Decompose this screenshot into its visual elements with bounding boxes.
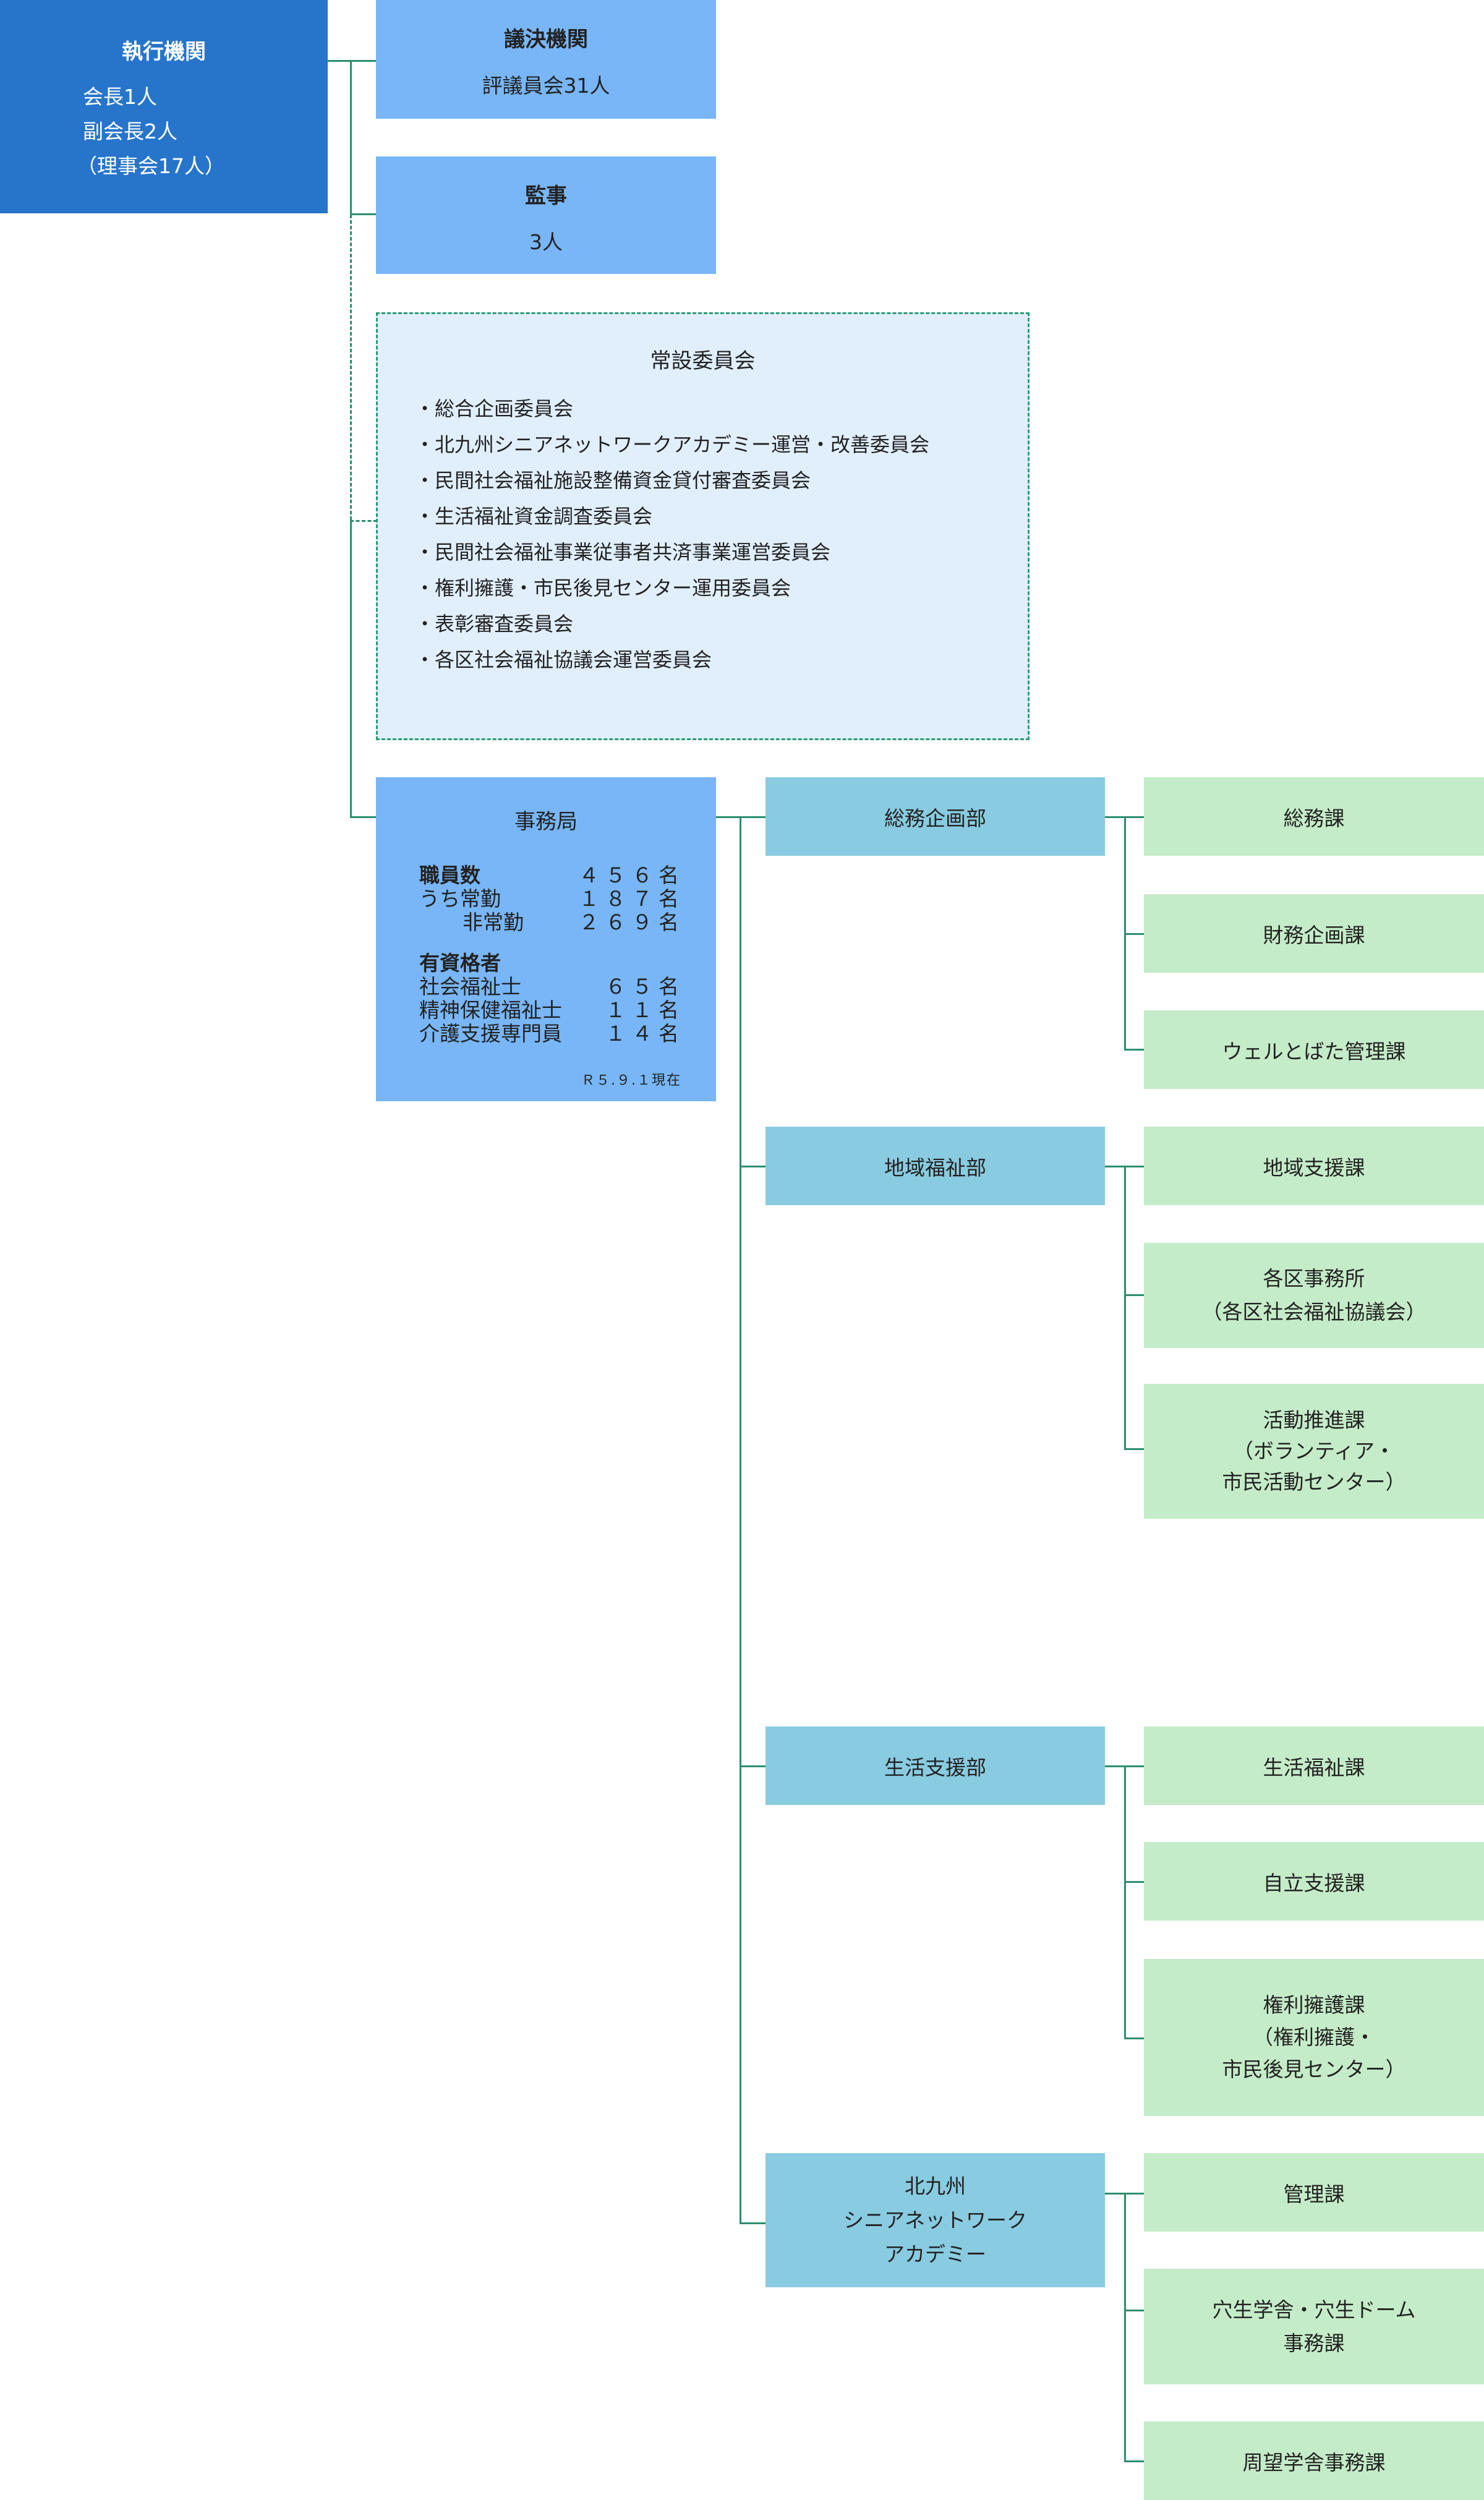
executive-line-1: 会長1人 <box>83 85 157 109</box>
section-box: 管理課 <box>1144 2153 1484 2232</box>
committee-item: ・北九州シニアネットワークアカデミー運営・改善委員会 <box>415 433 930 456</box>
committee-box: 常設委員会 ・総合企画委員会 ・北九州シニアネットワークアカデミー運営・改善委員… <box>376 312 1030 740</box>
d4-trunk <box>1124 2193 1126 2462</box>
dept-trunk <box>740 816 741 2224</box>
staff-total: ４５６名 <box>579 863 685 887</box>
committee-item: ・各区社会福祉協議会運営委員会 <box>415 648 712 672</box>
section-box: 地域支援課 <box>1144 1127 1484 1205</box>
d2-s3 <box>1124 1448 1145 1450</box>
section-name: ウェルとばた管理課 <box>1222 1039 1406 1064</box>
department-name: 地域福祉部 <box>884 1155 986 1180</box>
qualification-label: 精神保健福祉士 <box>419 998 562 1022</box>
d1-s2 <box>1124 933 1145 935</box>
section-box: ウェルとばた管理課 <box>1144 1010 1484 1089</box>
dept-branch-1 <box>740 816 767 818</box>
executive-box: 執行機関 会長1人 副会長2人 （理事会17人） <box>0 0 328 213</box>
qualification-count: １１名 <box>605 998 685 1022</box>
d3-s3 <box>1124 2037 1145 2039</box>
secretariat-box: 事務局 職員数 ４５６名 うち常勤 １８７名 非常勤 ２６９名 有資格者 社会福… <box>376 777 716 1101</box>
council-box: 議決機関 評議員会31人 <box>376 0 716 119</box>
section-name: 活動推進課 （ボランティア・ 市民活動センター） <box>1222 1408 1406 1494</box>
d2-trunk <box>1124 1166 1126 1449</box>
committee-item: ・権利擁護・市民後見センター運用委員会 <box>415 576 791 600</box>
committee-list: ・総合企画委員会 ・北九州シニアネットワークアカデミー運営・改善委員会 ・民間社… <box>415 391 929 678</box>
auditor-title: 監事 <box>525 184 567 208</box>
qualification-count: １４名 <box>605 1022 685 1046</box>
d1-s1 <box>1124 816 1145 818</box>
section-box: 各区事務所 （各区社会福祉協議会） <box>1144 1243 1484 1348</box>
section-name: 生活福祉課 <box>1263 1755 1365 1780</box>
department-name: 北九州 シニアネットワーク アカデミー <box>843 2174 1027 2266</box>
section-name: 財務企画課 <box>1263 923 1365 947</box>
section-box: 活動推進課 （ボランティア・ 市民活動センター） <box>1144 1384 1484 1519</box>
department-box: 総務企画部 <box>765 777 1105 856</box>
d3-trunk <box>1124 1765 1126 2039</box>
section-name: 権利擁護課 （権利擁護・ 市民後見センター） <box>1222 1993 1406 2081</box>
d3-s2 <box>1124 1881 1145 1883</box>
secretariat-title: 事務局 <box>514 809 578 834</box>
section-box: 総務課 <box>1144 777 1484 856</box>
qualification-count: ６５名 <box>605 975 685 999</box>
committee-item: ・表彰審査委員会 <box>415 612 574 636</box>
d3-s1 <box>1124 1765 1145 1767</box>
part-time-label: 非常勤 <box>463 910 524 934</box>
qualification-label: 社会福祉士 <box>419 975 521 999</box>
section-box: 周望学舎事務課 <box>1144 2421 1484 2500</box>
section-name: 総務課 <box>1283 806 1345 830</box>
section-box: 財務企画課 <box>1144 894 1484 973</box>
part-time-count: ２６９名 <box>579 910 685 934</box>
council-title: 議決機関 <box>504 27 588 52</box>
full-time-label: うち常勤 <box>419 887 501 911</box>
dept-branch-3 <box>740 1765 767 1767</box>
trunk-top <box>350 60 352 215</box>
as-of-date: Ｒ５.９.１現在 <box>581 1073 681 1088</box>
d2-s1 <box>1124 1166 1145 1167</box>
executive-title: 執行機関 <box>122 40 206 64</box>
committee-item: ・総合企画委員会 <box>415 397 574 420</box>
committee-title: 常設委員会 <box>650 349 756 373</box>
branch-secretariat <box>350 816 377 818</box>
department-box: 地域福祉部 <box>765 1127 1105 1205</box>
qualified-heading: 有資格者 <box>419 951 501 975</box>
department-box: 北九州 シニアネットワーク アカデミー <box>765 2153 1105 2287</box>
d4-s1 <box>1124 2193 1145 2195</box>
section-box: 権利擁護課 （権利擁護・ 市民後見センター） <box>1144 1959 1484 2116</box>
branch-council <box>350 60 377 62</box>
trunk-bottom <box>350 520 352 817</box>
executive-line-3: （理事会17人） <box>77 154 225 178</box>
section-name: 穴生学舎・穴生ドーム 事務課 <box>1212 2297 1416 2355</box>
staff-heading: 職員数 <box>419 863 480 887</box>
dept-branch-2 <box>740 1166 767 1167</box>
d2-s2 <box>1124 1294 1145 1296</box>
section-box: 穴生学舎・穴生ドーム 事務課 <box>1144 2269 1484 2384</box>
committee-item: ・民間社会福祉事業従事者共済事業運営委員会 <box>415 540 831 564</box>
full-time-count: １８７名 <box>579 887 685 911</box>
d1-s3 <box>1124 1049 1145 1051</box>
committee-item: ・生活福祉資金調査委員会 <box>415 505 653 528</box>
section-name: 管理課 <box>1283 2182 1345 2206</box>
section-name: 自立支援課 <box>1263 1871 1365 1895</box>
auditor-box: 監事 3人 <box>376 156 716 274</box>
d4-s2 <box>1124 2310 1145 2311</box>
d4-s3 <box>1124 2460 1145 2462</box>
dept-branch-4 <box>740 2222 767 2224</box>
staff-table: 職員数 ４５６名 うち常勤 １８７名 非常勤 ２６９名 有資格者 社会福祉士 ６… <box>419 864 685 1046</box>
section-name: 周望学舎事務課 <box>1242 2450 1386 2475</box>
department-name: 生活支援部 <box>884 1755 986 1780</box>
council-detail: 評議員会31人 <box>482 74 610 98</box>
branch-auditor <box>350 213 377 215</box>
executive-line-2: 副会長2人 <box>83 119 177 143</box>
committee-item: ・民間社会福祉施設整備資金貸付審査委員会 <box>415 469 811 492</box>
branch-committee <box>350 520 377 522</box>
section-box: 生活福祉課 <box>1144 1726 1484 1805</box>
section-box: 自立支援課 <box>1144 1842 1484 1921</box>
section-name: 地域支援課 <box>1263 1155 1365 1180</box>
department-box: 生活支援部 <box>765 1726 1105 1805</box>
trunk-dashed <box>350 215 352 520</box>
department-name: 総務企画部 <box>884 806 986 830</box>
section-name: 各区事務所 （各区社会福祉協議会） <box>1201 1266 1426 1324</box>
qualification-label: 介護支援専門員 <box>419 1022 562 1046</box>
auditor-detail: 3人 <box>529 230 563 254</box>
